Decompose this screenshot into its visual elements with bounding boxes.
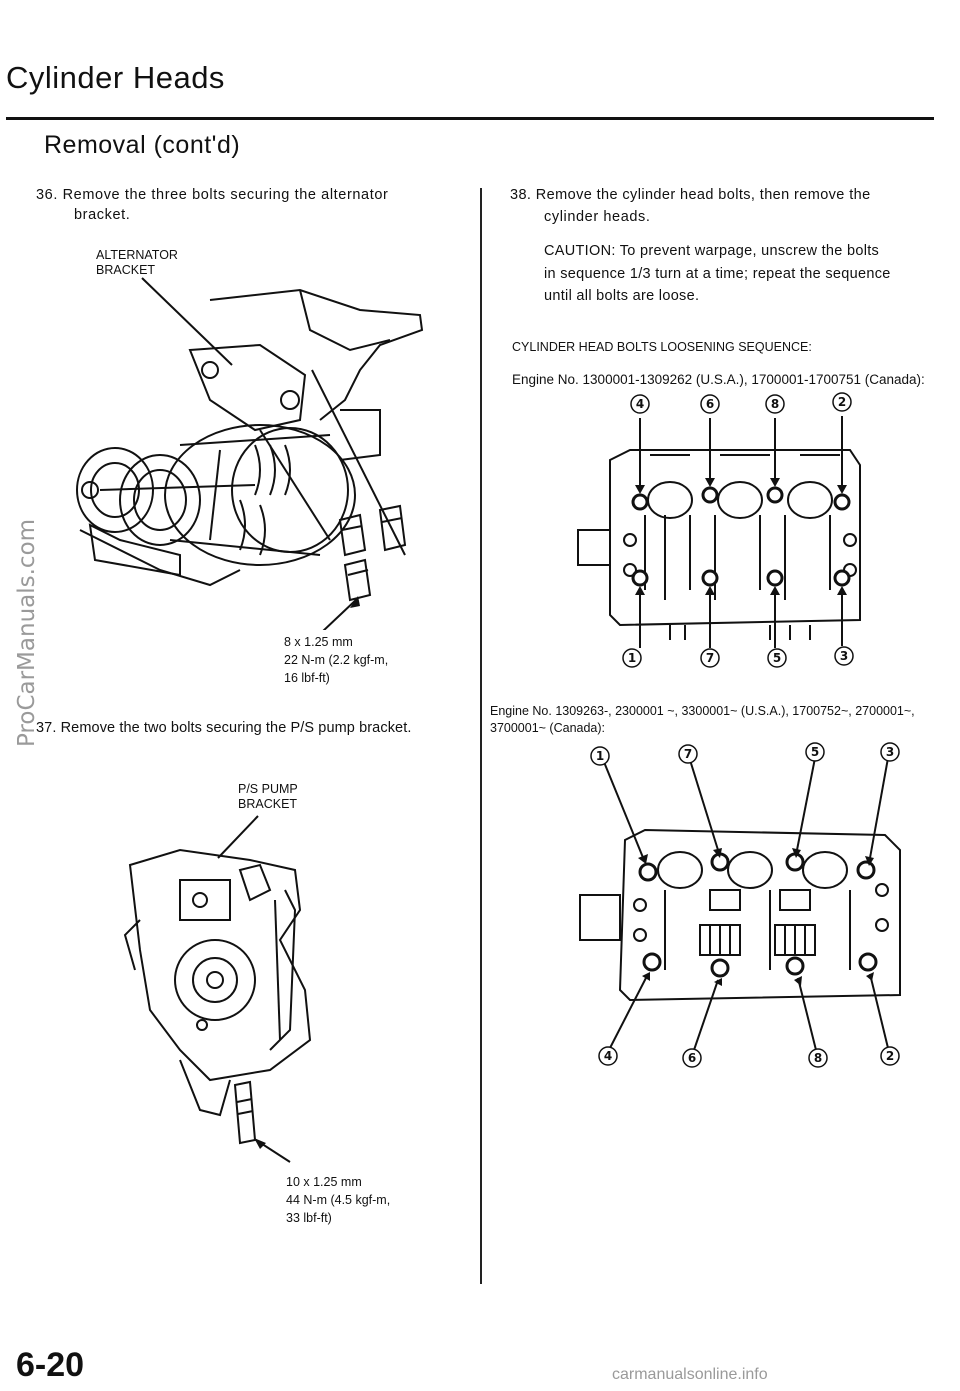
step-38-text-cont: cylinder heads.	[544, 209, 651, 225]
d1-top-2: 6	[706, 397, 714, 411]
step-38-number: 38.	[510, 187, 532, 203]
engine-range-2: Engine No. 1309263-, 2300001 ~, 3300001~…	[490, 704, 915, 735]
step-38-text: Remove the cylinder head bolts, then rem…	[535, 187, 871, 203]
ps-pump-illustration	[123, 815, 312, 1163]
step-37: 37. Remove the two bolts securing the P/…	[36, 716, 411, 740]
ps-pump-bolt-spec: 10 x 1.25 mm 44 N-m (4.5 kgf-m, 33 lbf-f…	[286, 1175, 391, 1225]
page-title: Cylinder Heads	[6, 60, 225, 95]
alternator-bolt-spec: 8 x 1.25 mm 22 N-m (2.2 kgf-m, 16 lbf-ft…	[284, 635, 389, 685]
d1-bottom-2: 7	[706, 651, 714, 665]
d1-bottom-3: 5	[773, 651, 781, 665]
caution-note: CAUTION: To prevent warpage, unscrew the…	[544, 243, 891, 304]
alternator-bracket-label: ALTERNATOR BRACKET	[96, 248, 178, 277]
d2-top-3: 5	[811, 745, 819, 759]
column-divider	[480, 188, 482, 1284]
d2-top-4: 3	[886, 745, 894, 759]
step-38: 38. Remove the cylinder head bolts, then…	[510, 183, 871, 207]
d1-bottom-1: 1	[628, 651, 636, 665]
sequence-heading: CYLINDER HEAD BOLTS LOOSENING SEQUENCE:	[512, 340, 812, 354]
page-subtitle: Removal (cont'd)	[44, 131, 241, 159]
step-36-text: Remove the three bolts securing the alte…	[62, 187, 389, 203]
d2-bottom-1: 4	[604, 1049, 612, 1063]
alternator-illustration	[76, 277, 424, 630]
title-rule	[6, 117, 934, 120]
ps-pump-bracket-label: P/S PUMP BRACKET	[238, 782, 298, 811]
engine-range-1: Engine No. 1300001-1309262 (U.S.A.), 170…	[512, 372, 925, 387]
step-37-text: Remove the two bolts securing the P/S pu…	[60, 720, 412, 736]
d2-bottom-4: 2	[886, 1049, 894, 1063]
d2-bottom-2: 6	[688, 1051, 696, 1065]
d2-top-1: 1	[596, 749, 604, 763]
step-36-number: 36.	[36, 187, 58, 203]
d1-top-3: 8	[771, 397, 779, 411]
bolt-sequence-diagram-2: 1 7 5 3 4 6 8 2	[579, 742, 901, 1068]
bolt-sequence-diagram-1: 4 6 8 2 1 7 5 3	[577, 392, 861, 668]
step-37-number: 37.	[36, 720, 57, 736]
footer-site: carmanualsonline.info	[612, 1366, 768, 1383]
step-36: 36. Remove the three bolts securing the …	[36, 183, 388, 207]
step-36-text-cont: bracket.	[74, 207, 131, 223]
d2-bottom-3: 8	[814, 1051, 822, 1065]
d1-top-4: 2	[838, 395, 846, 409]
page-number: 6-20	[16, 1346, 85, 1384]
d1-top-1: 4	[636, 397, 644, 411]
d1-bottom-4: 3	[840, 649, 848, 663]
watermark: ProCarManuals.com	[14, 518, 40, 748]
d2-top-2: 7	[684, 747, 692, 761]
